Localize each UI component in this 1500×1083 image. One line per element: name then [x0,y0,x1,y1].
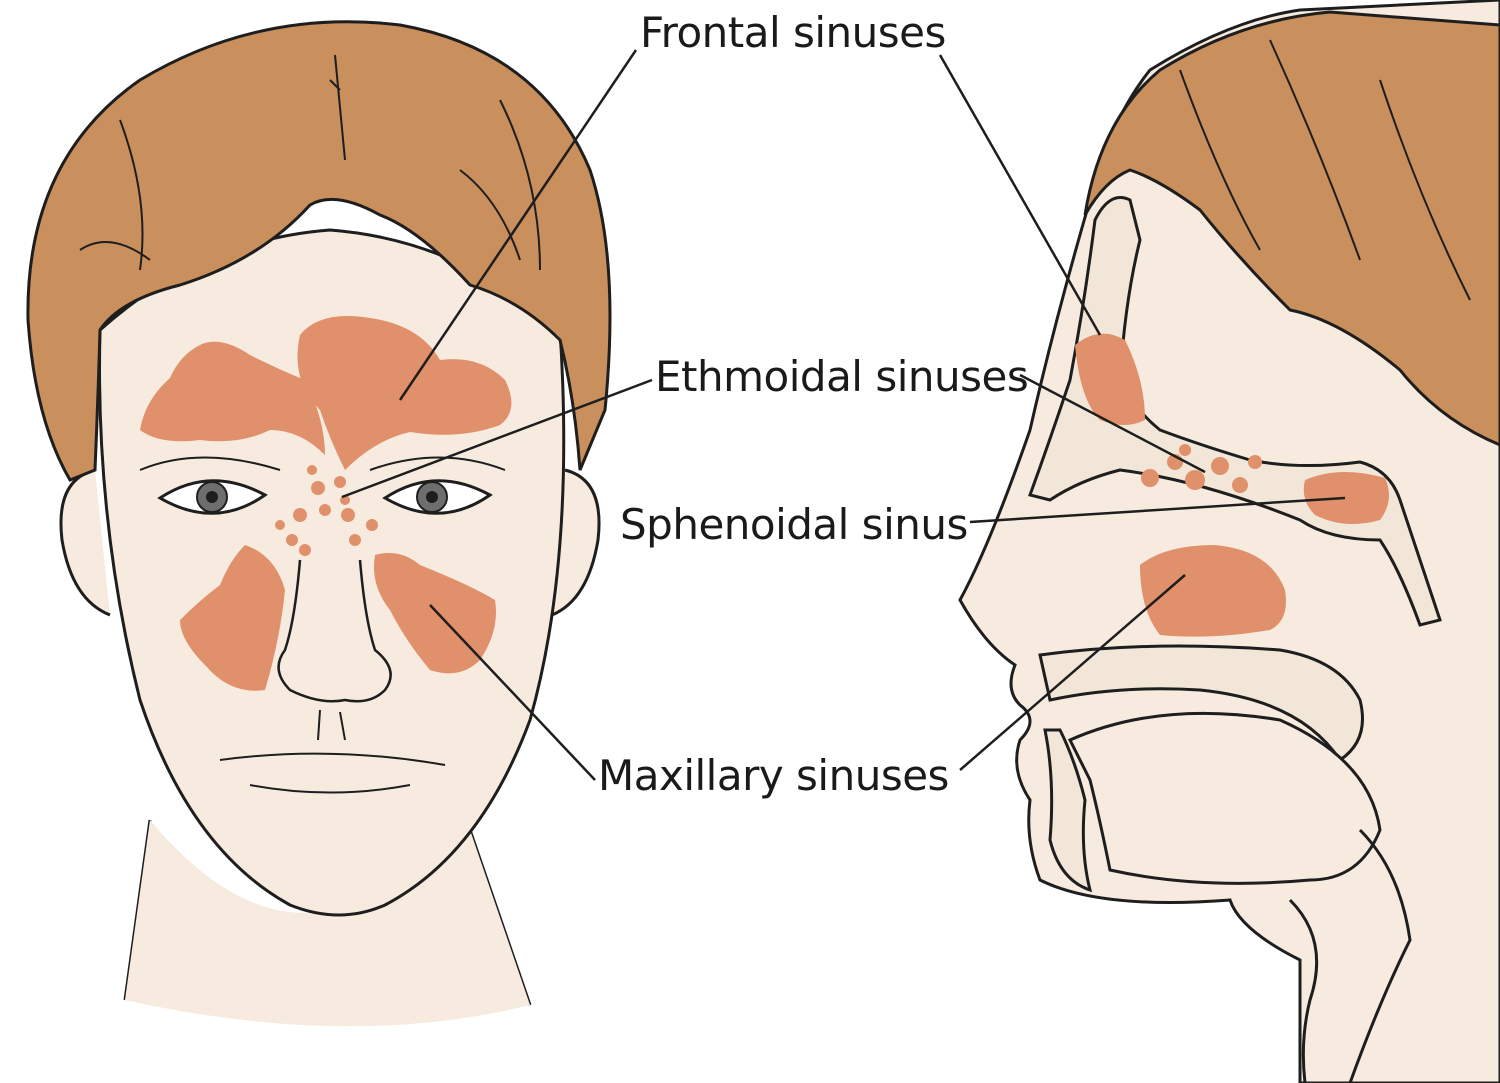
front-view [28,22,610,1027]
label-sphenoidal-sinus: Sphenoidal sinus [620,504,968,546]
leader-frontal-side [940,55,1100,335]
label-ethmoidal-sinuses: Ethmoidal sinuses [655,356,1028,398]
label-maxillary-sinuses: Maxillary sinuses [598,755,949,797]
side-view [960,0,1500,1083]
front-ear-left [61,470,110,615]
label-frontal-sinuses: Frontal sinuses [640,12,946,54]
